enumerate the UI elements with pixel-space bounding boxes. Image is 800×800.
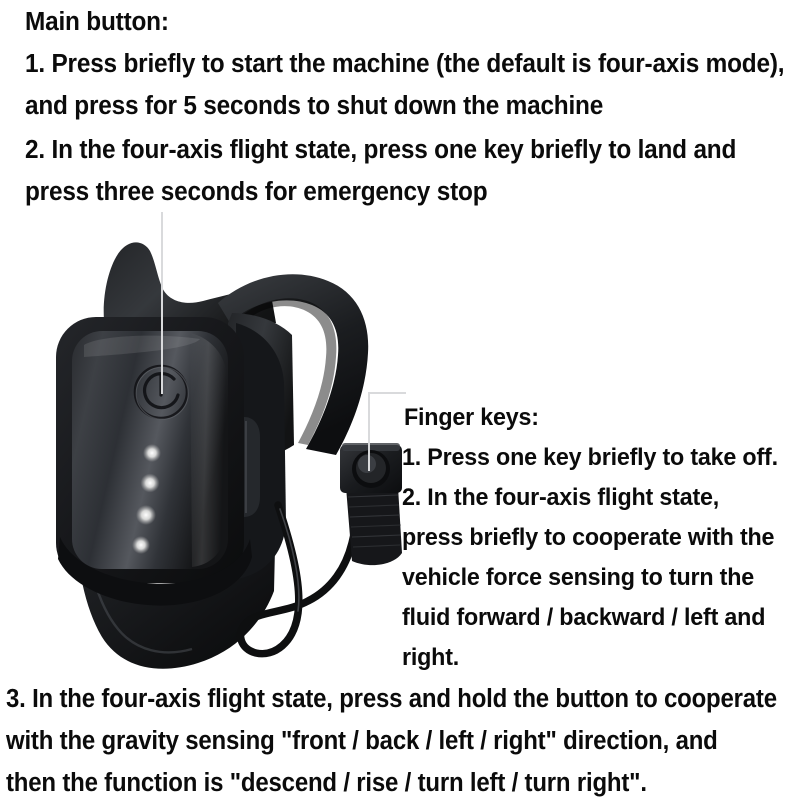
finger-ring-module xyxy=(340,443,402,566)
finger-keys-leader-line-vertical xyxy=(368,393,370,471)
finger-ring-button-highlight xyxy=(358,455,376,473)
finger-keys-heading: Finger keys: xyxy=(404,404,539,431)
module-face-top-glow xyxy=(84,335,200,357)
finger-keys-line-5: fluid forward / backward / left and xyxy=(402,604,766,631)
cable-highlight xyxy=(279,508,300,612)
strap-loop xyxy=(218,274,369,455)
finger-keys-line-6: right. xyxy=(402,644,460,671)
finger-keys-leader-line-horizontal xyxy=(368,392,406,394)
side-button xyxy=(244,417,260,517)
wristband-controller-illustration xyxy=(56,242,402,669)
strap-loop-inner-shadow xyxy=(240,298,337,445)
finger-keys-line-4: vehicle force sensing to turn the xyxy=(402,564,754,591)
led-dot xyxy=(136,505,156,525)
main-button-line-1: 1. Press briefly to start the machine (t… xyxy=(25,50,785,78)
main-button-heading: Main button: xyxy=(25,8,169,36)
finger-ring-strap-texture xyxy=(347,494,402,548)
led-indicators xyxy=(132,444,161,554)
main-button-leader-line xyxy=(161,212,163,394)
main-button-line-3: 2. In the four-axis flight state, press … xyxy=(25,136,737,164)
gravity-sensing-line-2: with the gravity sensing "front / back /… xyxy=(6,727,718,755)
led-dot xyxy=(143,444,161,462)
finger-ring-housing-top xyxy=(342,443,400,451)
led-dot xyxy=(132,536,150,554)
gravity-sensing-line-3: then the function is "descend / rise / t… xyxy=(6,769,647,797)
module-face-sheen xyxy=(190,333,226,567)
finger-keys-line-1: 1. Press one key briefly to take off. xyxy=(402,444,778,471)
finger-keys-line-2: 2. In the four-axis flight state, xyxy=(402,484,720,511)
main-button-line-2: and press for 5 seconds to shut down the… xyxy=(25,92,604,120)
main-button-line-4: press three seconds for emergency stop xyxy=(25,178,488,206)
strap-lower-band xyxy=(75,503,276,669)
led-dot xyxy=(140,473,160,493)
product-photo xyxy=(40,205,440,675)
gravity-sensing-line-1: 3. In the four-axis flight state, press … xyxy=(6,685,777,713)
module-lower-lip xyxy=(58,537,252,606)
finger-keys-line-3: press briefly to cooperate with the xyxy=(402,524,775,551)
